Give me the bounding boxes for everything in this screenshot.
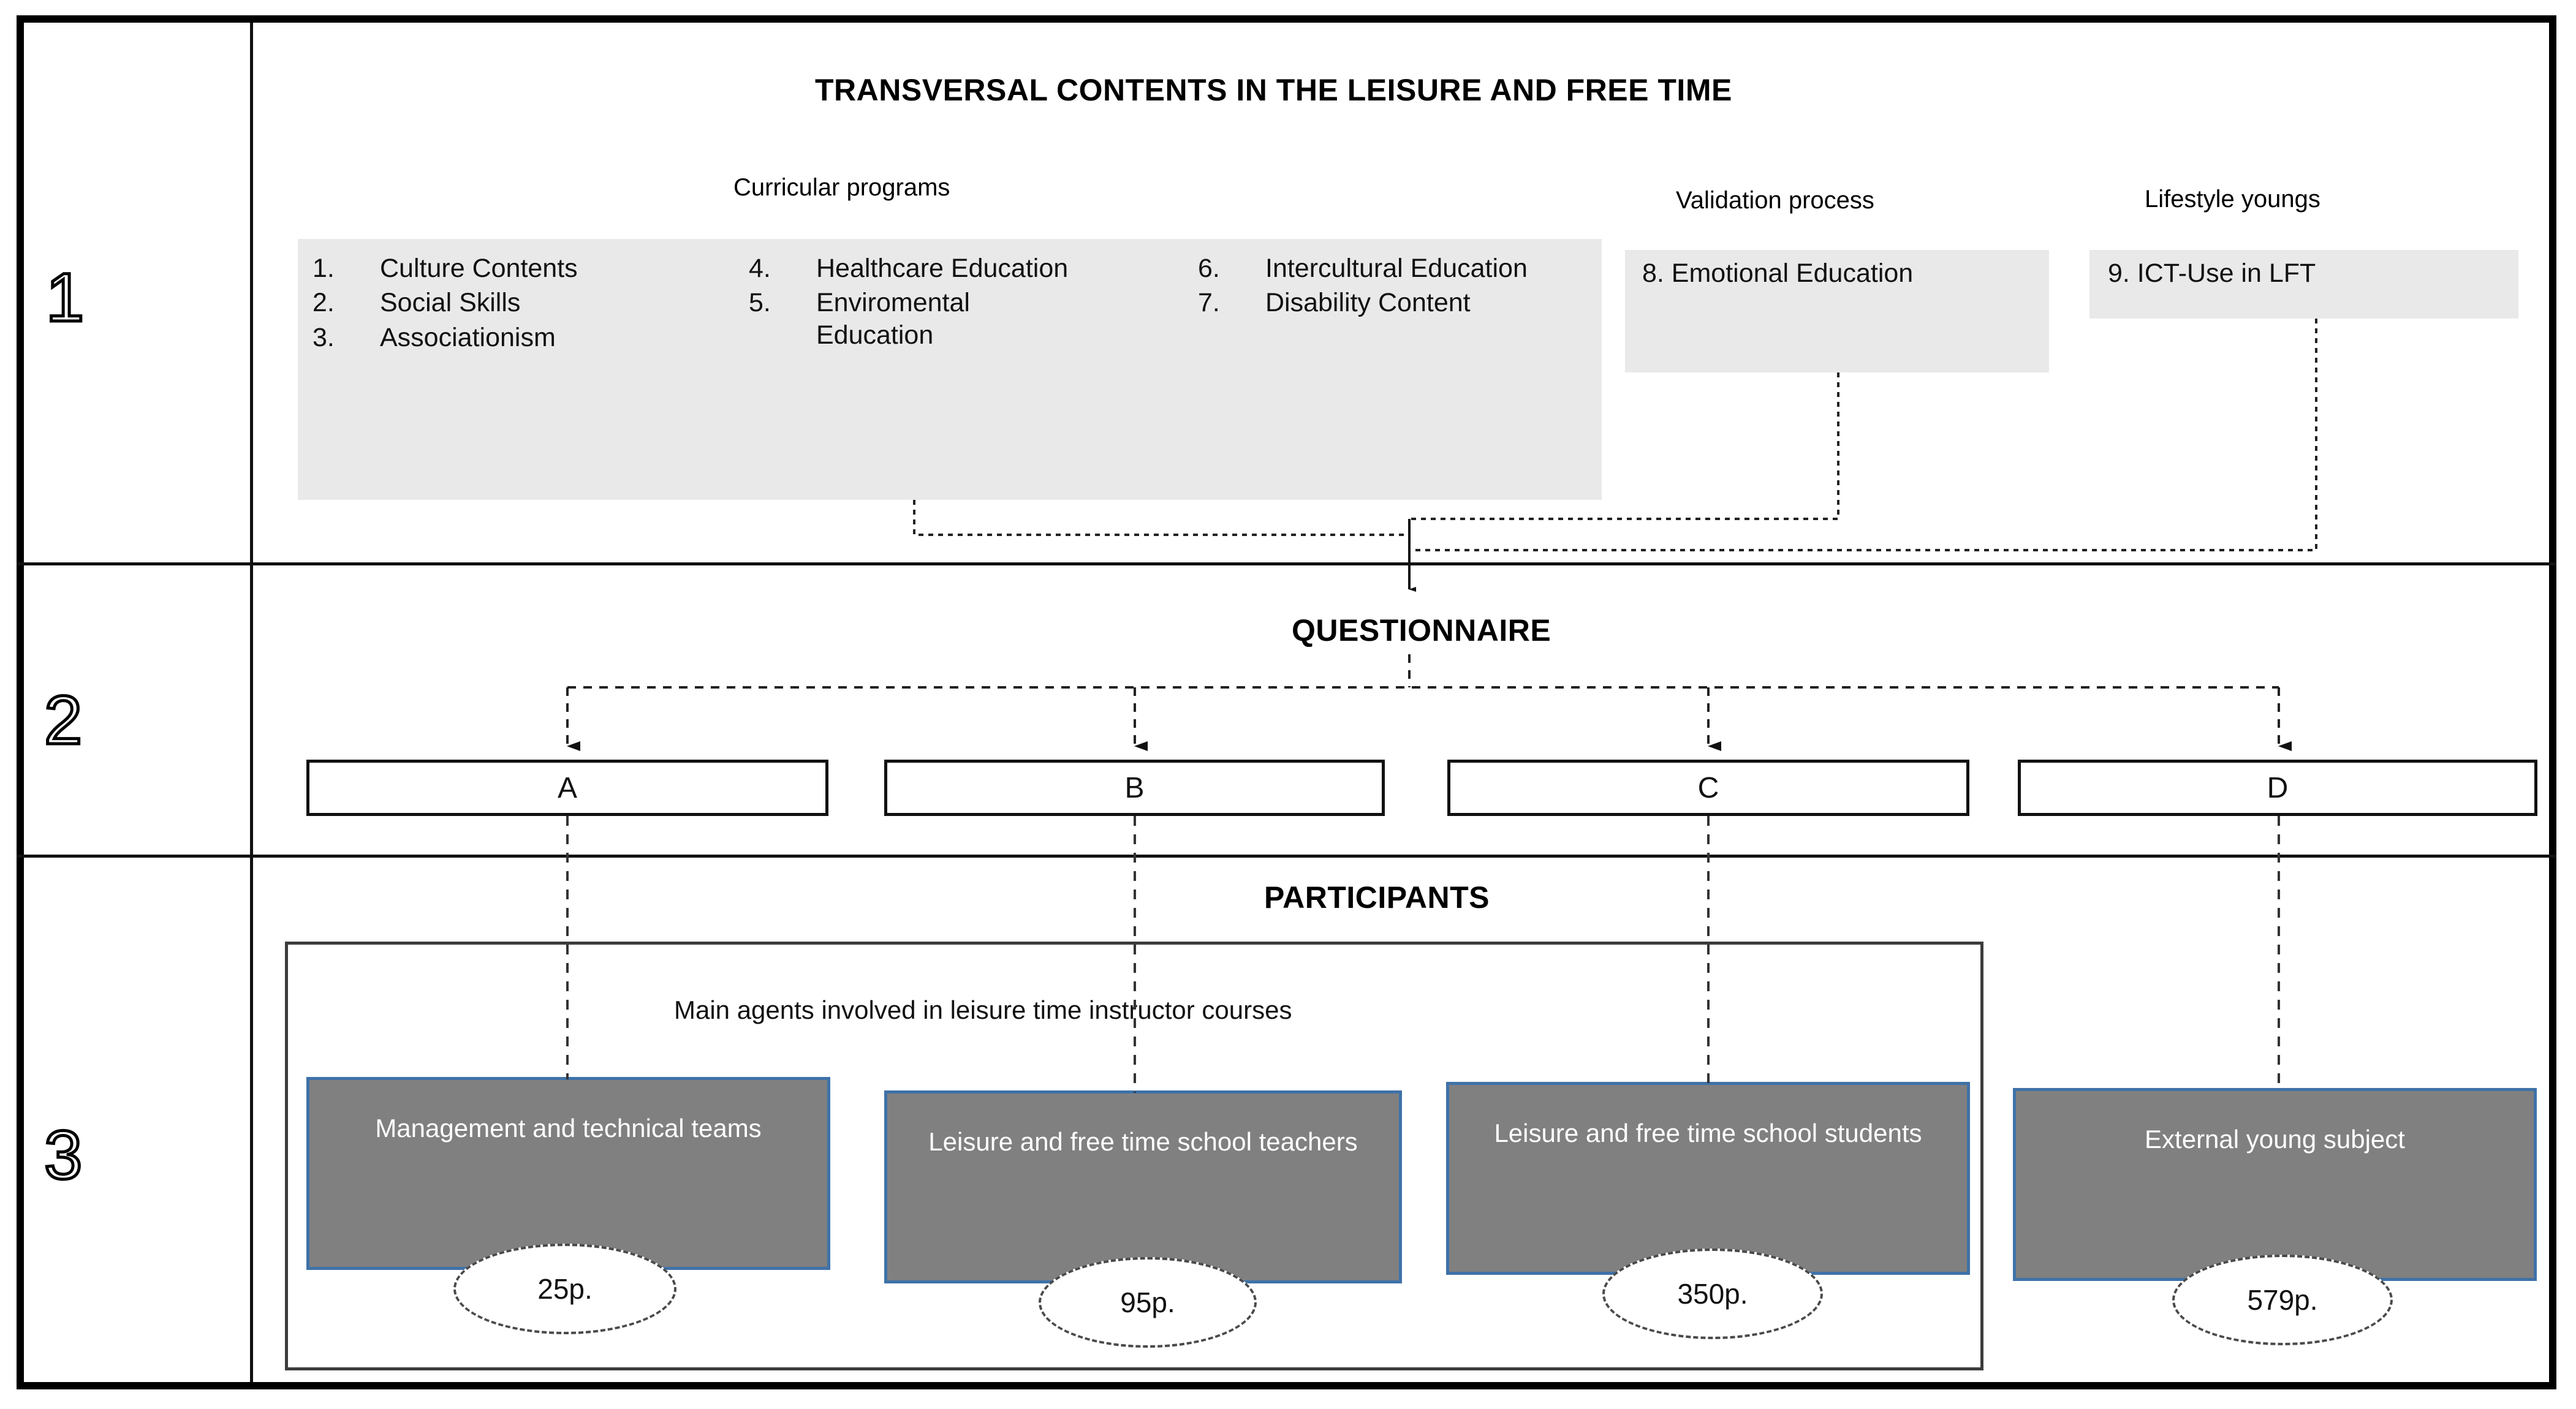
row-separator-1 [17,562,2556,565]
participants-panel-label: Main agents involved in leisure time ins… [674,995,1292,1024]
heading-lifestyle-youngs: Lifestyle youngs [2145,186,2320,213]
participant-group-teachers: Leisure and free time school teachers [884,1090,1402,1283]
row-separator-2 [17,855,2556,858]
list-item-label: Healthcare Education [816,254,1069,283]
list-item-label: Culture Contents [380,254,578,283]
content-item-emotional-education: 8. Emotional Education [1642,259,1914,288]
section2-title: QUESTIONNAIRE [1292,613,1551,648]
content-item-ict-use-in-lft: 9. ICT-Use in LFT [2108,259,2316,288]
participant-group-label: Management and technical teams [375,1114,762,1143]
stage-gutter-divider [250,23,253,1382]
list-item-label: Intercultural Education [1265,254,1528,283]
participant-group-label: Leisure and free time school students [1494,1119,1922,1147]
list-item-number: 1. [313,254,335,283]
participant-count-badge: 95p. [1039,1257,1257,1348]
list-item-label: Associationism [380,322,556,352]
participant-group-label: External young subject [2145,1125,2405,1154]
questionnaire-version-b[interactable]: B [884,760,1385,816]
heading-validation-process: Validation process [1676,187,1874,214]
stage-number-2: 2 [42,682,83,758]
content-list-column-3: 6. Intercultural Education 7. Disability… [1198,252,1566,322]
section3-title: PARTICIPANTS [1264,880,1490,915]
list-item: 1. Culture Contents [313,252,656,284]
list-item: 2. Social Skills [313,287,656,319]
participant-group-students: Leisure and free time school students [1446,1082,1970,1275]
questionnaire-version-d[interactable]: D [2018,760,2537,816]
heading-curricular-programs: Curricular programs [733,174,950,201]
list-item-number: 2. [313,288,335,318]
list-item: 3. Associationism [313,322,656,353]
list-item-number: 3. [313,322,335,352]
list-item-label: Disability Content [1265,288,1471,318]
questionnaire-version-a[interactable]: A [306,760,828,816]
participant-group-management: Management and technical teams [306,1077,830,1270]
stage-number-1: 1 [44,259,85,336]
participant-count-badge: 579p. [2172,1255,2393,1345]
curricular-programs-panel [298,239,1602,500]
content-list-column-2: 4. Healthcare Education 5. Enviromental … [749,252,1080,353]
list-item: 7. Disability Content [1198,287,1566,319]
participant-count-badge: 25p. [453,1244,676,1334]
participant-count-badge: 350p. [1602,1248,1823,1339]
list-item: 6. Intercultural Education [1198,252,1566,284]
content-list-column-1: 1. Culture Contents 2. Social Skills 3. … [313,252,656,356]
lifestyle-youngs-panel [2089,250,2518,319]
stage-number-3: 3 [42,1117,83,1193]
outer-frame [17,15,2556,1389]
list-item-number: 5. [749,288,771,318]
list-item-number: 7. [1198,288,1220,318]
participant-group-external-young: External young subject [2013,1088,2537,1281]
list-item-number: 6. [1198,254,1220,283]
list-item-number: 4. [749,254,771,283]
list-item-label: Enviromental Education [816,288,970,350]
questionnaire-version-c[interactable]: C [1447,760,1969,816]
participant-group-label: Leisure and free time school teachers [928,1127,1358,1156]
list-item: 5. Enviromental Education [749,287,1080,351]
section1-title: TRANSVERSAL CONTENTS IN THE LEISURE AND … [815,73,1732,107]
list-item-label: Social Skills [380,288,521,318]
list-item: 4. Healthcare Education [749,252,1080,284]
